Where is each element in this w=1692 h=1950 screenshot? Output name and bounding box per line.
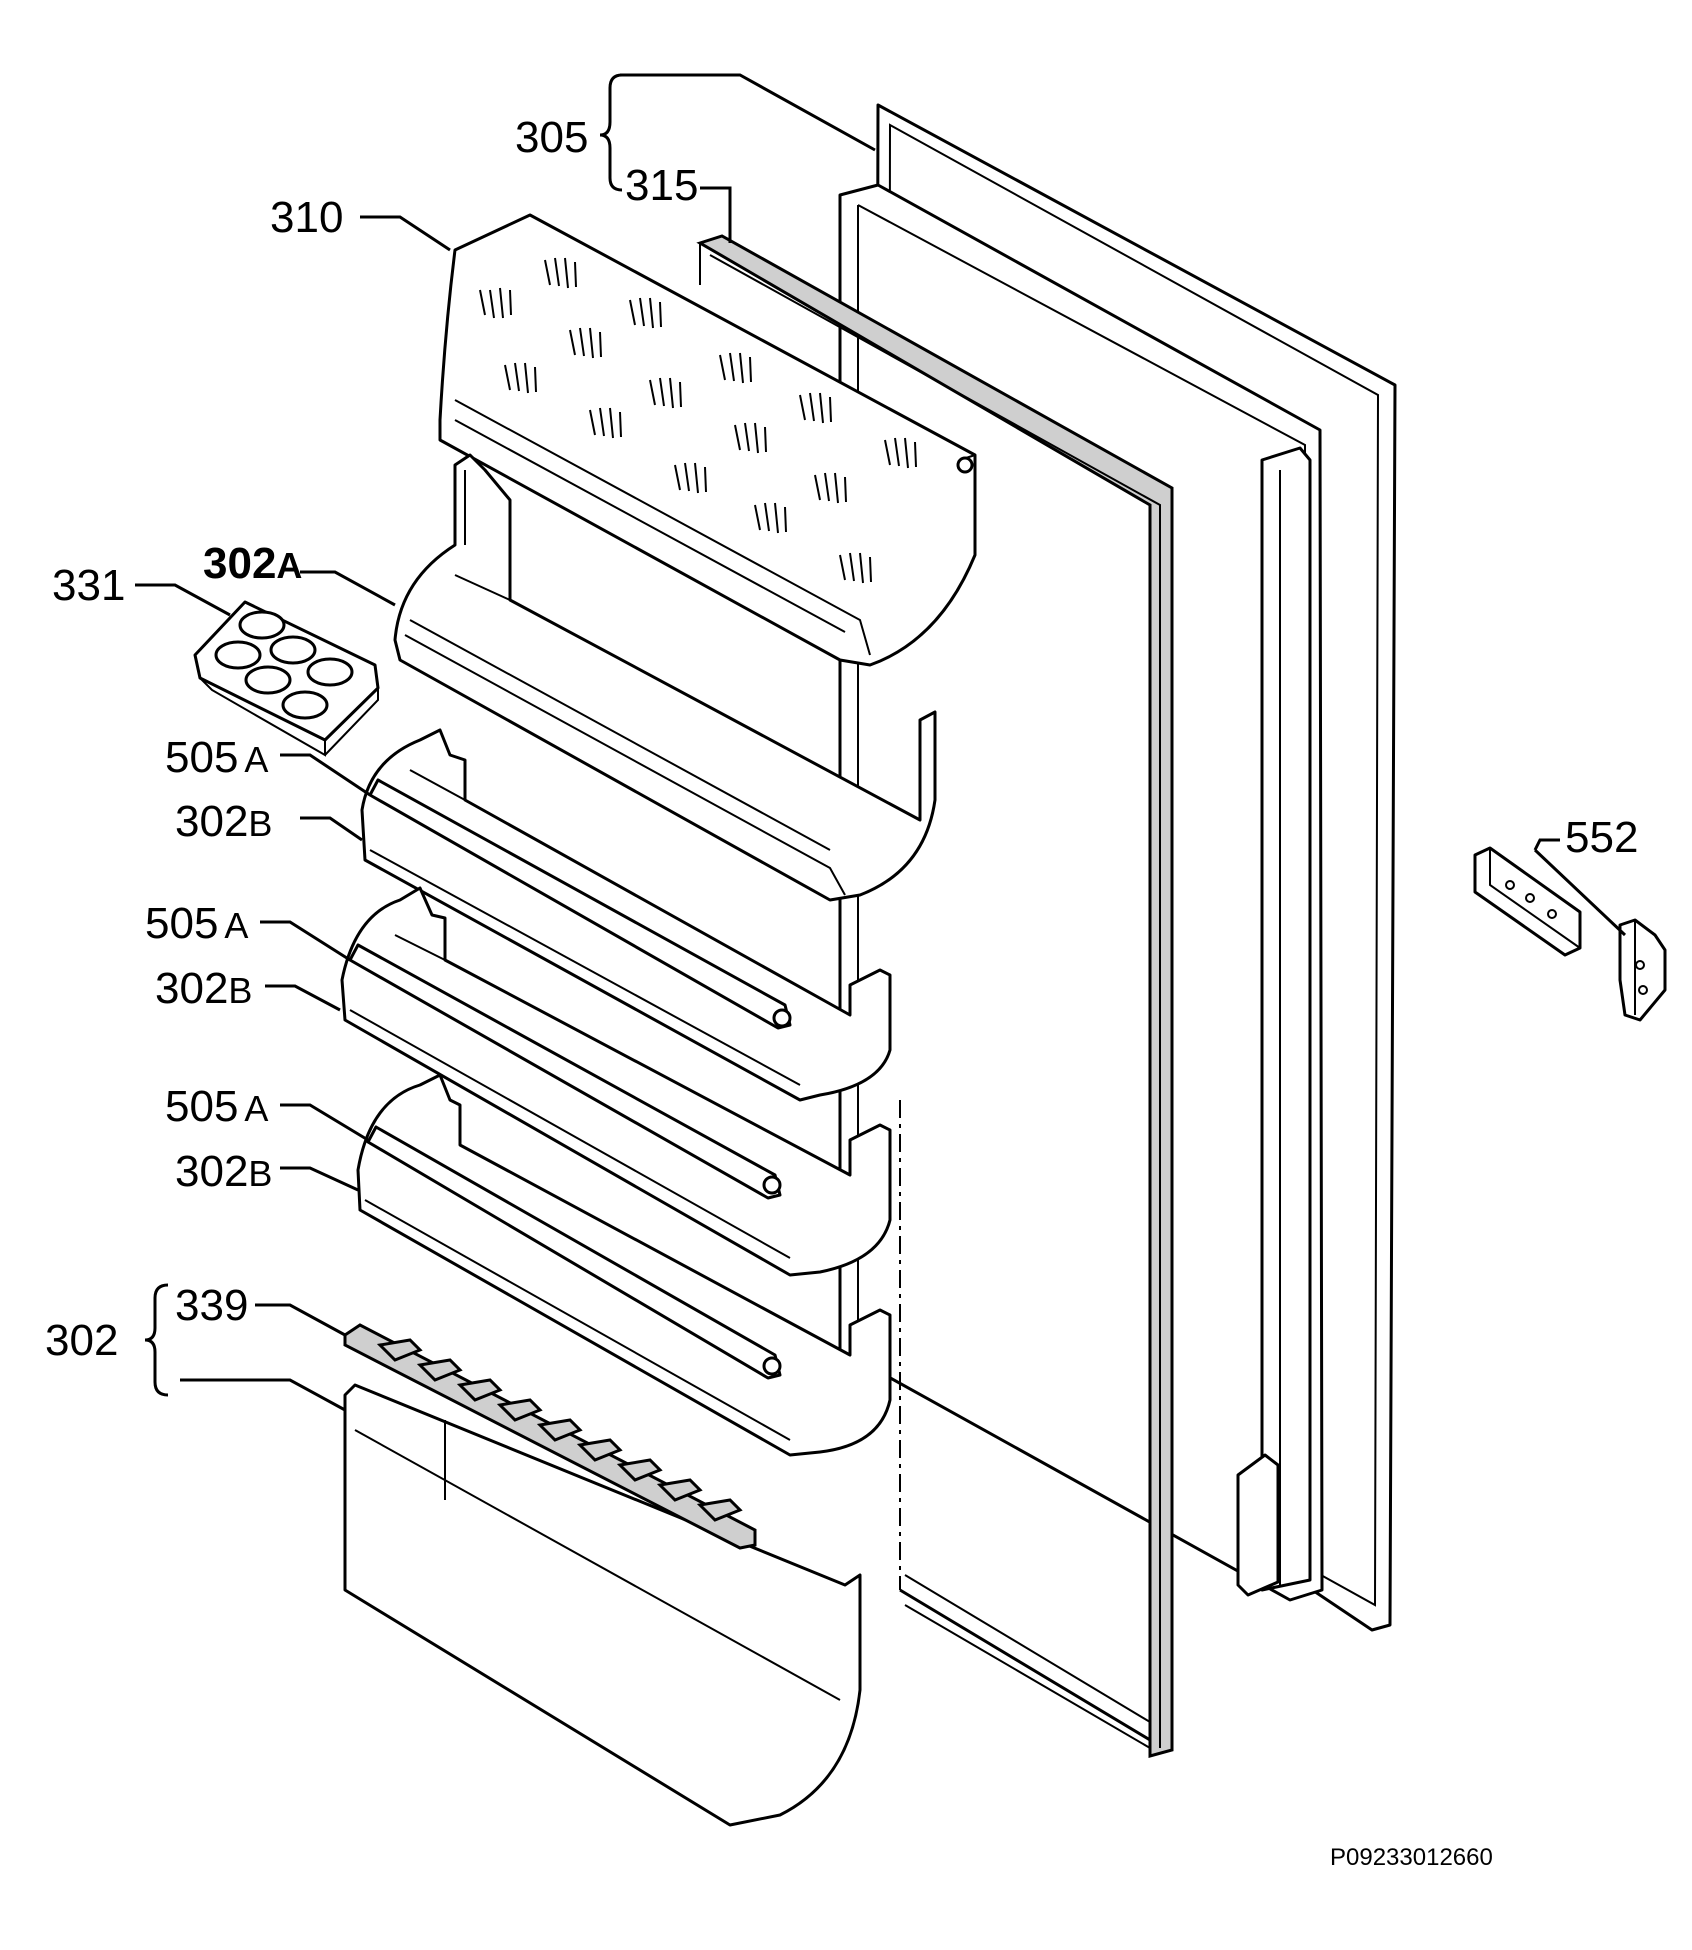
- reference-code: P09233012660: [1330, 1844, 1493, 1871]
- vent-pattern: [479, 257, 917, 584]
- bottom-bin: [343, 1383, 862, 1827]
- label-302: 302: [45, 1316, 118, 1365]
- label-302b-2: 302B: [155, 964, 252, 1013]
- leader-lines: [135, 73, 1627, 1412]
- label-302b-3: 302B: [175, 1147, 272, 1196]
- label-552: 552: [1565, 813, 1638, 862]
- door-gasket: [696, 234, 1174, 1758]
- label-302a: 302A: [203, 539, 302, 588]
- door-panel: [838, 103, 1397, 1632]
- label-305: 305: [515, 113, 588, 162]
- shelf-302a: [393, 453, 937, 902]
- brace-305: [599, 73, 623, 192]
- shelf-302b-2: [340, 886, 892, 1277]
- shelf-302b-3: [356, 1073, 892, 1457]
- label-310: 310: [270, 193, 343, 242]
- dairy-lid: [438, 213, 977, 667]
- shelf-302b-1: [360, 728, 892, 1102]
- label-315: 315: [625, 161, 698, 210]
- label-331: 331: [52, 561, 125, 610]
- bottle-divider: [343, 1323, 757, 1550]
- label-302b-1: 302B: [175, 797, 272, 846]
- hinge-brackets: [1473, 846, 1667, 1022]
- egg-tray: [193, 600, 380, 757]
- label-339: 339: [175, 1281, 248, 1330]
- brace-302: [144, 1283, 169, 1397]
